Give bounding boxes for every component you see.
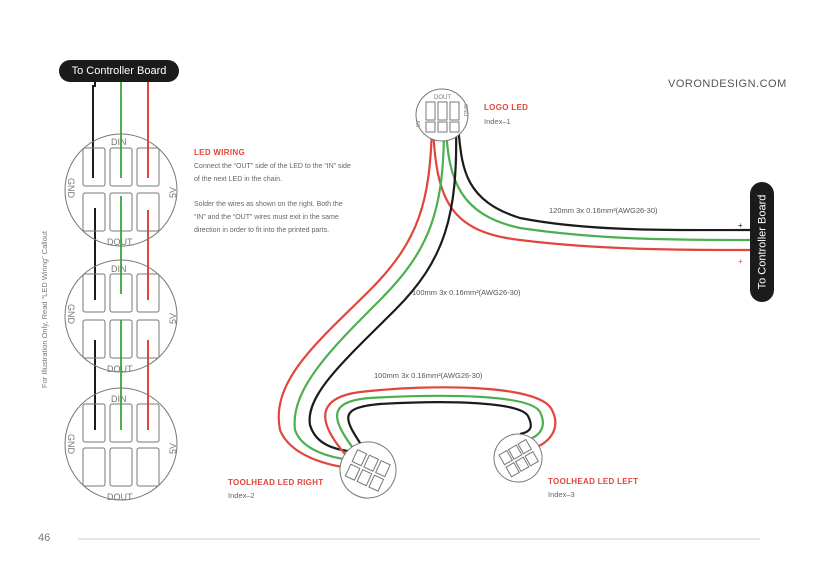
toolhead-left-board [493, 433, 543, 483]
chain2-5v-label: 5V [168, 313, 178, 324]
chain-led-1 [64, 133, 178, 247]
chain2-din-label: DIN [111, 264, 127, 274]
chain-led-2 [64, 259, 178, 373]
toolhead-right-index: Index–2 [228, 491, 255, 500]
wire-spec-100-b: 100mm 3x 0.16mm²(AWG26-30) [374, 371, 483, 380]
wire-right-left-green [336, 394, 544, 461]
wire-logo-right-red [277, 125, 434, 470]
chain3-5v-label: 5V [168, 443, 178, 454]
wire-spec-100-a: 100mm 3x 0.16mm²(AWG26-30) [412, 288, 521, 297]
led-wiring-title: LED WIRING [194, 148, 245, 157]
chain3-gnd-label: GND [66, 434, 76, 455]
led-wiring-p2-l1: Solder the wires as shown on the right. … [194, 201, 343, 208]
wire-logo-controller-green [444, 125, 751, 242]
plus-mark-top: + [738, 221, 743, 230]
wire-logo-controller-black [456, 125, 751, 232]
chain-led-3 [64, 387, 178, 501]
chain1-5v-label: 5V [168, 187, 178, 198]
illustration-side-note: For Illustration Only, Read “LED Wiring”… [40, 231, 49, 388]
logo-led-5v-label: 5V [416, 120, 422, 127]
chain2-dout-label: DOUT [107, 364, 133, 374]
page-number: 46 [38, 532, 51, 544]
chain-wire-black-1 [92, 82, 96, 178]
led-chain-boards [64, 133, 178, 501]
logo-led-index: Index–1 [484, 117, 511, 126]
controller-board-label-right: To Controller Board [750, 182, 774, 302]
toolhead-left-index: Index–3 [548, 490, 575, 499]
led-wiring-p2-l3: direction in order to fit into the print… [194, 227, 330, 234]
led-wiring-p1-l1: Connect the “OUT” side of the LED to the… [194, 163, 351, 170]
led-wiring-p1-l2: of the next LED in the chain. [194, 176, 282, 183]
wire-logo-right-green [293, 125, 446, 462]
toolhead-right-title: TOOLHEAD LED RIGHT [228, 478, 324, 487]
logo-led-dout-label: DOUT [434, 95, 451, 101]
led-chain-pads [82, 147, 160, 487]
chain1-dout-label: DOUT [107, 237, 133, 247]
led-wiring-text: Connect the “OUT” side of the LED to the… [194, 160, 424, 237]
wire-spec-120: 120mm 3x 0.16mm²(AWG26-30) [549, 206, 658, 215]
plus-mark-bottom: + [738, 257, 743, 266]
controller-board-label-left: To Controller Board [59, 60, 179, 82]
wire-right-left-black [347, 401, 532, 453]
logo-led-gnd-label: GND [462, 104, 468, 116]
chain1-din-label: DIN [111, 137, 127, 147]
toolhead-right-board [339, 441, 397, 499]
toolhead-left-title: TOOLHEAD LED LEFT [548, 477, 639, 486]
chain3-din-label: DIN [111, 394, 127, 404]
logo-led-title: LOGO LED [484, 103, 529, 112]
wire-logo-controller-red [431, 125, 751, 252]
chain3-dout-label: DOUT [107, 492, 133, 502]
brand-name: VORONDESIGN.COM [668, 78, 787, 90]
logo-led-board: DOUT 5V GND [415, 88, 469, 142]
chain2-gnd-label: GND [66, 304, 76, 325]
wire-logo-right-black [308, 125, 458, 454]
wire-right-left-red [324, 386, 557, 469]
chain1-gnd-label: GND [66, 178, 76, 199]
led-chain-wires [92, 82, 149, 430]
led-wiring-p2-l2: “IN” and the “OUT” wires must exit in th… [194, 214, 339, 221]
